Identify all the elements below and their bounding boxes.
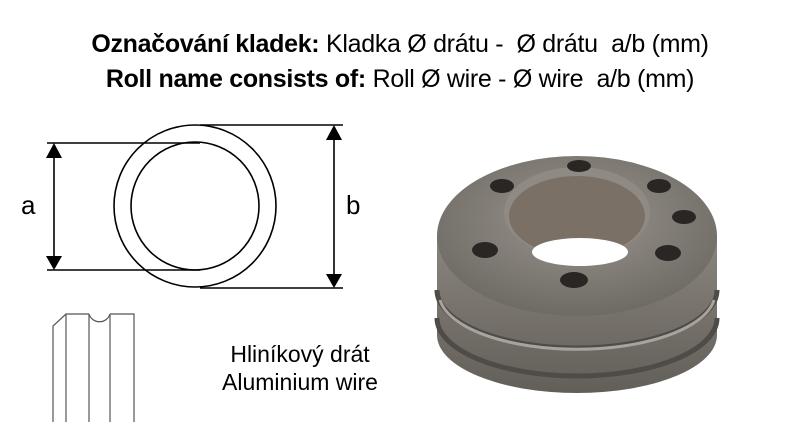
dimension-label-b: b — [346, 190, 361, 220]
caption-english: Aluminium wire — [222, 369, 378, 395]
dimension-label-a: a — [21, 190, 36, 220]
arrow-up-icon — [326, 125, 342, 140]
title-english: Roll name consists of: Roll Ø wire - Ø w… — [0, 64, 800, 94]
outer-diameter-circle — [113, 124, 277, 288]
title-english-normal: Roll Ø wire - Ø wire a/b (mm) — [365, 65, 695, 93]
title-czech-normal: Kladka Ø drátu - Ø drátu a/b (mm) — [319, 30, 709, 58]
arrow-down-icon — [46, 256, 62, 270]
caption-czech: Hliníkový drát — [230, 341, 370, 367]
groove-profile-icon — [52, 313, 135, 422]
title-czech: Označování kladek: Kladka Ø drátu - Ø dr… — [0, 29, 800, 59]
title-english-bold: Roll name consists of: — [105, 65, 366, 93]
arrow-down-icon — [326, 274, 342, 288]
arrow-up-icon — [46, 143, 62, 158]
title-czech-bold: Označování kladek: — [91, 30, 320, 58]
drive-roll-photo — [434, 156, 720, 393]
inner-diameter-circle — [130, 141, 260, 271]
